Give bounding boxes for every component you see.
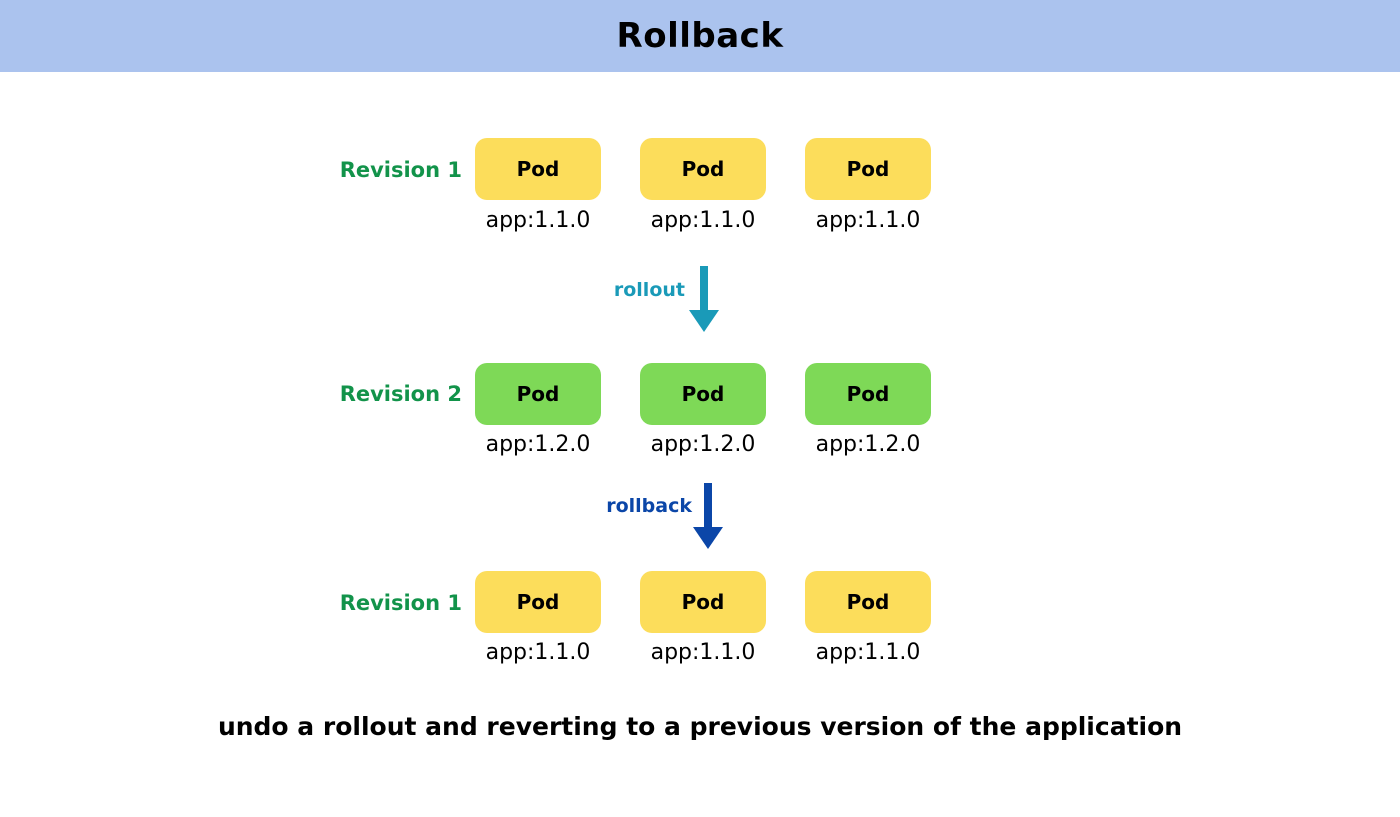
pod-version-label: app:1.1.0 <box>650 208 756 233</box>
pod-version-label: app:1.1.0 <box>815 640 921 665</box>
pod-box: Pod <box>640 363 766 425</box>
pod-box: Pod <box>805 138 931 200</box>
rollout-label: rollout <box>613 279 685 301</box>
pod-version-label: app:1.1.0 <box>815 208 921 233</box>
pod-box: Pod <box>805 571 931 633</box>
pod-version-label: app:1.1.0 <box>485 208 591 233</box>
pod-box: Pod <box>640 571 766 633</box>
pod-box: Pod <box>640 138 766 200</box>
rollback-down-arrow-icon <box>693 483 723 549</box>
pod-version-label: app:1.2.0 <box>815 432 921 457</box>
revision-label-row-1: Revision 1 <box>339 158 462 182</box>
pod-version-label: app:1.1.0 <box>485 640 591 665</box>
rollout-down-arrow-icon <box>689 266 719 332</box>
pod-box: Pod <box>475 138 601 200</box>
pod-box: Pod <box>475 363 601 425</box>
diagram-title: Rollback <box>616 16 784 56</box>
revision-label-row-3: Revision 1 <box>339 591 462 615</box>
pod-version-label: app:1.2.0 <box>650 432 756 457</box>
header-banner: Rollback <box>0 0 1400 72</box>
pod-version-label: app:1.2.0 <box>485 432 591 457</box>
diagram-caption: undo a rollout and reverting to a previo… <box>217 712 1183 741</box>
pod-box: Pod <box>475 571 601 633</box>
pod-box: Pod <box>805 363 931 425</box>
pod-version-label: app:1.1.0 <box>650 640 756 665</box>
revision-label-row-2: Revision 2 <box>339 382 462 406</box>
rollback-label: rollback <box>606 495 692 517</box>
